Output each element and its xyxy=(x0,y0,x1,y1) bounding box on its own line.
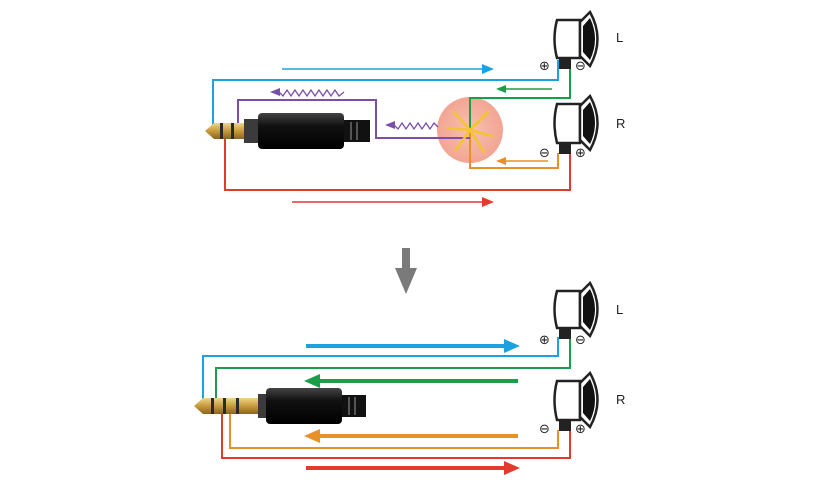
top-left-earpiece-icon xyxy=(553,9,599,69)
interference-spark-icon xyxy=(446,110,494,154)
top-right-plus-icon: ⊕ xyxy=(575,146,586,161)
top-right-earpiece-icon xyxy=(553,93,599,154)
bottom-left-earpiece-icon xyxy=(553,280,599,339)
top-left-minus-icon: ⊖ xyxy=(575,59,586,74)
top-left-plus-icon: ⊕ xyxy=(539,59,550,74)
bottom-common-right-wire xyxy=(229,412,559,449)
bottom-left-plus-icon: ⊕ xyxy=(539,333,550,348)
bottom-right-signal-wire xyxy=(221,412,571,459)
bottom-right-earpiece-label: R xyxy=(616,392,625,407)
top-common-right-wire xyxy=(469,130,559,169)
top-diagram: L ⊕ ⊖ R ⊖ ⊕ xyxy=(205,9,625,207)
top-trs-plug xyxy=(205,113,370,149)
top-ground-loop-wire xyxy=(237,99,470,139)
top-flow-arrows xyxy=(270,64,552,207)
top-common-left-wire xyxy=(469,62,571,130)
bottom-right-minus-icon: ⊖ xyxy=(539,422,550,437)
bottom-flow-arrows xyxy=(304,339,520,475)
top-right-earpiece-label: R xyxy=(616,116,625,131)
bottom-diagram: L ⊕ ⊖ R ⊖ ⊕ xyxy=(194,280,625,475)
top-right-signal-wire xyxy=(224,130,571,191)
bottom-left-earpiece-label: L xyxy=(616,302,623,317)
bottom-left-signal-wire xyxy=(202,337,559,402)
bottom-trrs-plug xyxy=(194,388,366,424)
bottom-left-minus-icon: ⊖ xyxy=(575,333,586,348)
bottom-right-earpiece-icon xyxy=(553,370,599,431)
top-right-minus-icon: ⊖ xyxy=(539,146,550,161)
bottom-common-left-wire xyxy=(215,337,571,402)
bottom-right-plus-icon: ⊕ xyxy=(575,422,586,437)
top-left-signal-wire xyxy=(212,60,559,128)
transition-down-arrow-icon xyxy=(395,248,417,294)
top-left-earpiece-label: L xyxy=(616,30,623,45)
